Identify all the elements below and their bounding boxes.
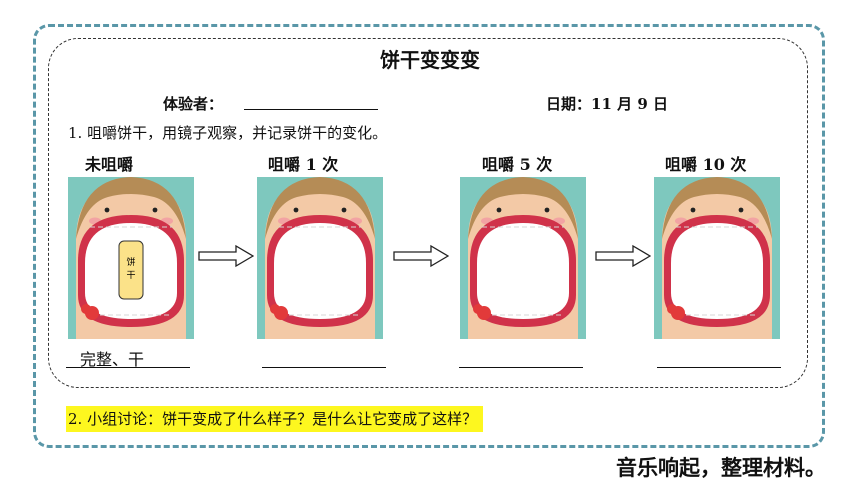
- date-line: 日期：11 月 9 日: [546, 93, 668, 114]
- month-char: 月: [617, 95, 633, 113]
- stage-label-chew-1: 咀嚼 1 次: [268, 155, 339, 174]
- stage-label-chew-10: 咀嚼 10 次: [665, 155, 747, 174]
- question-2-highlighted: 2. 小组讨论：饼干变成了什么样子？是什么让它变成了这样？: [66, 406, 484, 432]
- experiencer-blank[interactable]: [244, 109, 378, 110]
- biscuit-char-1: 饼: [126, 256, 135, 268]
- right-arrow-icon: [393, 244, 449, 268]
- mouth-image-chew-1: [257, 177, 383, 339]
- right-arrow-icon: [595, 244, 651, 268]
- biscuit-char-2: 干: [126, 270, 135, 281]
- answer-blank-unchewed[interactable]: [66, 367, 190, 368]
- stage-label-chew-5: 咀嚼 5 次: [482, 155, 553, 174]
- day-char: 日: [653, 95, 669, 113]
- answer-unchewed: 完整、干: [80, 350, 145, 369]
- stage-label-unchewed: 未咀嚼: [85, 155, 134, 174]
- biscuit-icon: [118, 240, 144, 300]
- answer-blank-chew-5[interactable]: [459, 367, 583, 368]
- outer-dashed-frame: [33, 24, 825, 448]
- date-label: 日期：: [546, 95, 592, 113]
- question-1: 1. 咀嚼饼干，用镜子观察，并记录饼干的变化。: [68, 124, 388, 142]
- footer-instruction: 音乐响起，整理材料。: [616, 456, 826, 480]
- date-month: 11: [591, 95, 612, 113]
- answer-blank-chew-10[interactable]: [657, 367, 781, 368]
- mouth-image-unchewed: 饼 干: [68, 177, 194, 339]
- mouth-image-chew-10: [654, 177, 780, 339]
- experiencer-label: 体验者：: [163, 95, 224, 113]
- right-arrow-icon: [198, 244, 254, 268]
- answer-blank-chew-1[interactable]: [262, 367, 386, 368]
- mouth-image-chew-5: [460, 177, 586, 339]
- worksheet-title: 饼干变变变: [380, 48, 480, 72]
- date-day: 9: [637, 95, 648, 113]
- inner-dashed-frame: [48, 38, 808, 388]
